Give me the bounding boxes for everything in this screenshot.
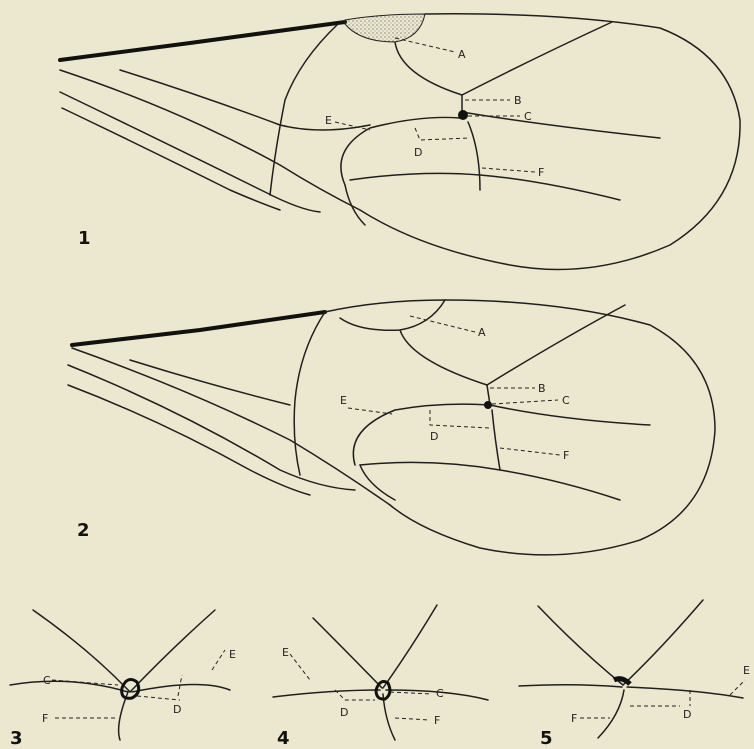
figure-5-detail: D E F 5: [519, 600, 750, 749]
fig3-label-e: E: [229, 648, 236, 661]
fig1-wing-margin: [360, 14, 740, 270]
fig1-anal-vein-1: [60, 92, 320, 212]
fig3-junction: [122, 680, 139, 699]
fig2-subdiscal-vein: [360, 462, 620, 500]
fig2-media-vein: [130, 360, 290, 405]
fig3-label-d: D: [173, 703, 181, 716]
fig1-label-d: D: [414, 146, 422, 159]
fig5-label-e: E: [743, 664, 750, 677]
fig1-label-c: C: [524, 110, 532, 123]
fig2-posterior-margin: [72, 348, 390, 505]
fig2-junction-cell: [484, 401, 492, 409]
figure-2-wing: A B C D E F 2: [68, 300, 715, 555]
fig1-marginal-cell: [395, 42, 462, 95]
figure-3-detail: C D E F 3: [10, 610, 236, 749]
fig4-label-c: C: [436, 687, 444, 700]
fig1-lower-cell: [345, 185, 365, 225]
fig2-label-b: B: [538, 382, 546, 395]
fig4-label-e: E: [282, 646, 289, 659]
fig2-lower-cell: [360, 465, 395, 500]
fig2-label-a: A: [478, 326, 486, 339]
figure-4-number: 4: [277, 728, 290, 749]
fig1-subdiscal-vein: [350, 173, 620, 200]
fig2-recurrent-vein: [492, 410, 500, 470]
fig2-label-c: C: [562, 394, 570, 407]
fig5-label-d: D: [683, 708, 691, 721]
fig1-media-vein: [120, 70, 370, 130]
fig2-radial-vein: [487, 305, 625, 385]
fig2-marginal-cell: [400, 330, 487, 385]
fig1-anal-vein-2: [62, 108, 280, 210]
fig4-label-d: D: [340, 706, 348, 719]
fig4-label-f: F: [434, 714, 440, 727]
fig2-discal-cell: [353, 404, 490, 465]
fig1-radial-vein: [462, 22, 612, 95]
figure-2-number: 2: [77, 520, 90, 541]
fig1-junction-cell: [458, 110, 468, 120]
fig2-label-e: E: [340, 394, 347, 407]
fig3-label-c: C: [43, 674, 51, 687]
fig2-label-f: F: [563, 449, 569, 462]
fig1-stigma: [345, 14, 425, 42]
fig2-costal-vein: [72, 312, 325, 345]
fig2-basal-vein: [294, 312, 325, 475]
fig3-label-f: F: [42, 712, 48, 725]
figure-5-number: 5: [540, 728, 553, 749]
fig1-recurrent-vein: [468, 122, 480, 190]
figure-4-detail: C D E F 4: [273, 605, 488, 749]
fig1-costal-vein: [60, 22, 345, 60]
fig1-label-f: F: [538, 166, 544, 179]
fig5-label-f: F: [571, 712, 577, 725]
figure-1-number: 1: [78, 228, 91, 249]
fig1-basal-vein: [270, 24, 338, 195]
fig2-wing-margin: [390, 300, 715, 555]
fig1-posterior-margin: [60, 70, 360, 210]
fig2-stigma: [325, 300, 445, 330]
fig1-label-e: E: [325, 114, 332, 127]
figure-3-number: 3: [10, 728, 23, 749]
fig2-label-d: D: [430, 430, 438, 443]
fig1-label-b: B: [514, 94, 522, 107]
fig1-label-a: A: [458, 48, 466, 61]
figure-1-wing: A B C D E F 1: [60, 14, 740, 270]
